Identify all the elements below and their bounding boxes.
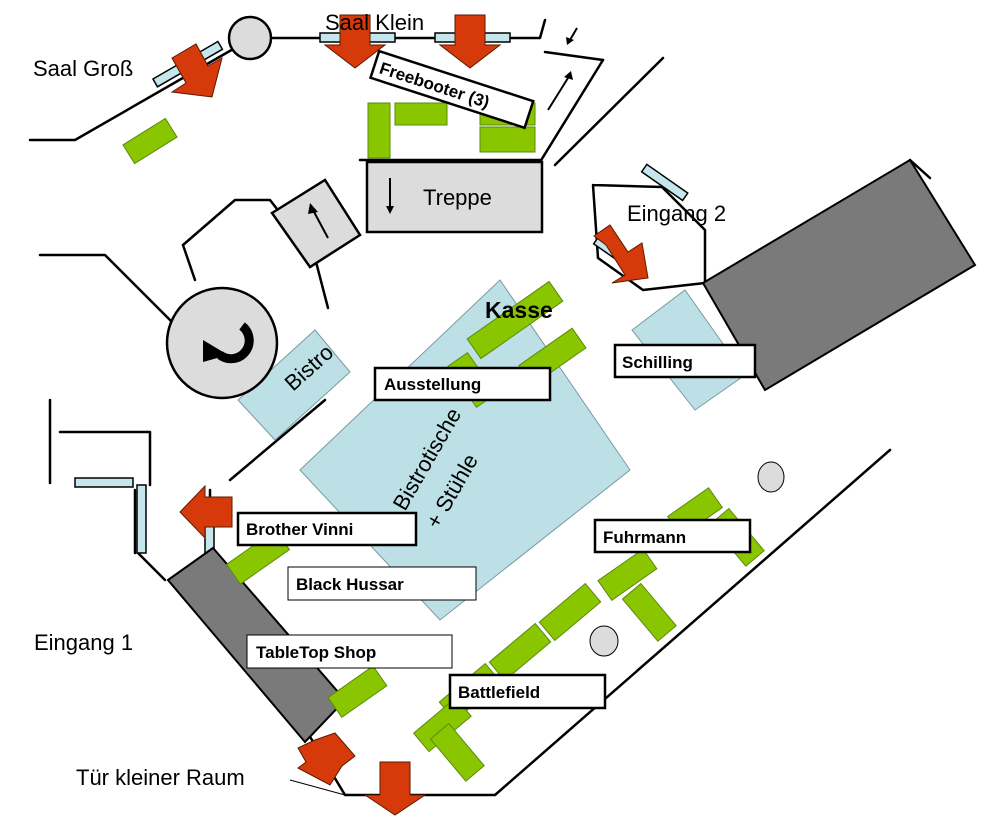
arrow-eingang-1 [179, 484, 233, 540]
small-stair [270, 178, 362, 269]
tuer-kleiner-raum-label: Tür kleiner Raum [76, 765, 245, 790]
treppe: Treppe [365, 160, 544, 234]
table [621, 582, 677, 642]
table [479, 126, 536, 153]
up-arrow-icon [308, 203, 329, 239]
tabletop-shop-label: TableTop Shop [256, 643, 376, 662]
vendors: Freebooter (3) Ausstellung Schilling Bro… [236, 49, 757, 710]
arrow-saal-klein-1 [323, 14, 387, 69]
arrow-bottom [363, 761, 427, 816]
vendor-tabletop-shop: TableTop Shop [246, 634, 453, 669]
direction-arrows [547, 27, 578, 111]
saal-klein-label: Saal Klein [325, 10, 424, 35]
eingang-1-label: Eingang 1 [34, 630, 133, 655]
kasse-label: Kasse [485, 297, 553, 323]
revolving-door [165, 286, 279, 400]
table [488, 622, 552, 682]
door-arrows [170, 14, 649, 816]
arrow-saal-klein-2 [438, 14, 502, 69]
saal-gross-label: Saal Groß [33, 56, 133, 81]
table [394, 102, 448, 126]
black-hussar-label: Black Hussar [296, 575, 404, 594]
ausstellung-label: Ausstellung [384, 375, 481, 394]
fuhrmann-label: Fuhrmann [603, 528, 686, 547]
table [367, 102, 391, 159]
vendor-battlefield: Battlefield [448, 673, 607, 710]
vendor-brother-vinni: Brother Vinni [236, 511, 418, 547]
pillar [227, 15, 273, 61]
pillar-right [757, 461, 785, 493]
vendor-fuhrmann: Fuhrmann [593, 518, 752, 554]
battlefield-label: Battlefield [458, 683, 540, 702]
arrow-tuer-kleiner-raum [297, 732, 356, 786]
pillar-bottom [589, 625, 619, 657]
vendor-schilling: Schilling [613, 343, 757, 379]
arrow-saal-gross [170, 43, 223, 98]
table [327, 665, 388, 719]
table [429, 722, 485, 782]
table [122, 117, 178, 165]
table [466, 280, 564, 360]
brother-vinni-label: Brother Vinni [246, 520, 353, 539]
vendor-ausstellung: Ausstellung [373, 366, 552, 402]
table [538, 582, 602, 642]
bistro-area [237, 329, 351, 441]
arrow-eingang-2 [593, 224, 649, 284]
down-arrow-icon [386, 178, 394, 214]
treppe-label: Treppe [423, 185, 492, 210]
curved-arrow-icon [203, 322, 254, 364]
table [597, 548, 658, 602]
eingang-2-label: Eingang 2 [627, 201, 726, 226]
vendor-black-hussar: Black Hussar [287, 566, 477, 601]
schilling-label: Schilling [622, 353, 693, 372]
